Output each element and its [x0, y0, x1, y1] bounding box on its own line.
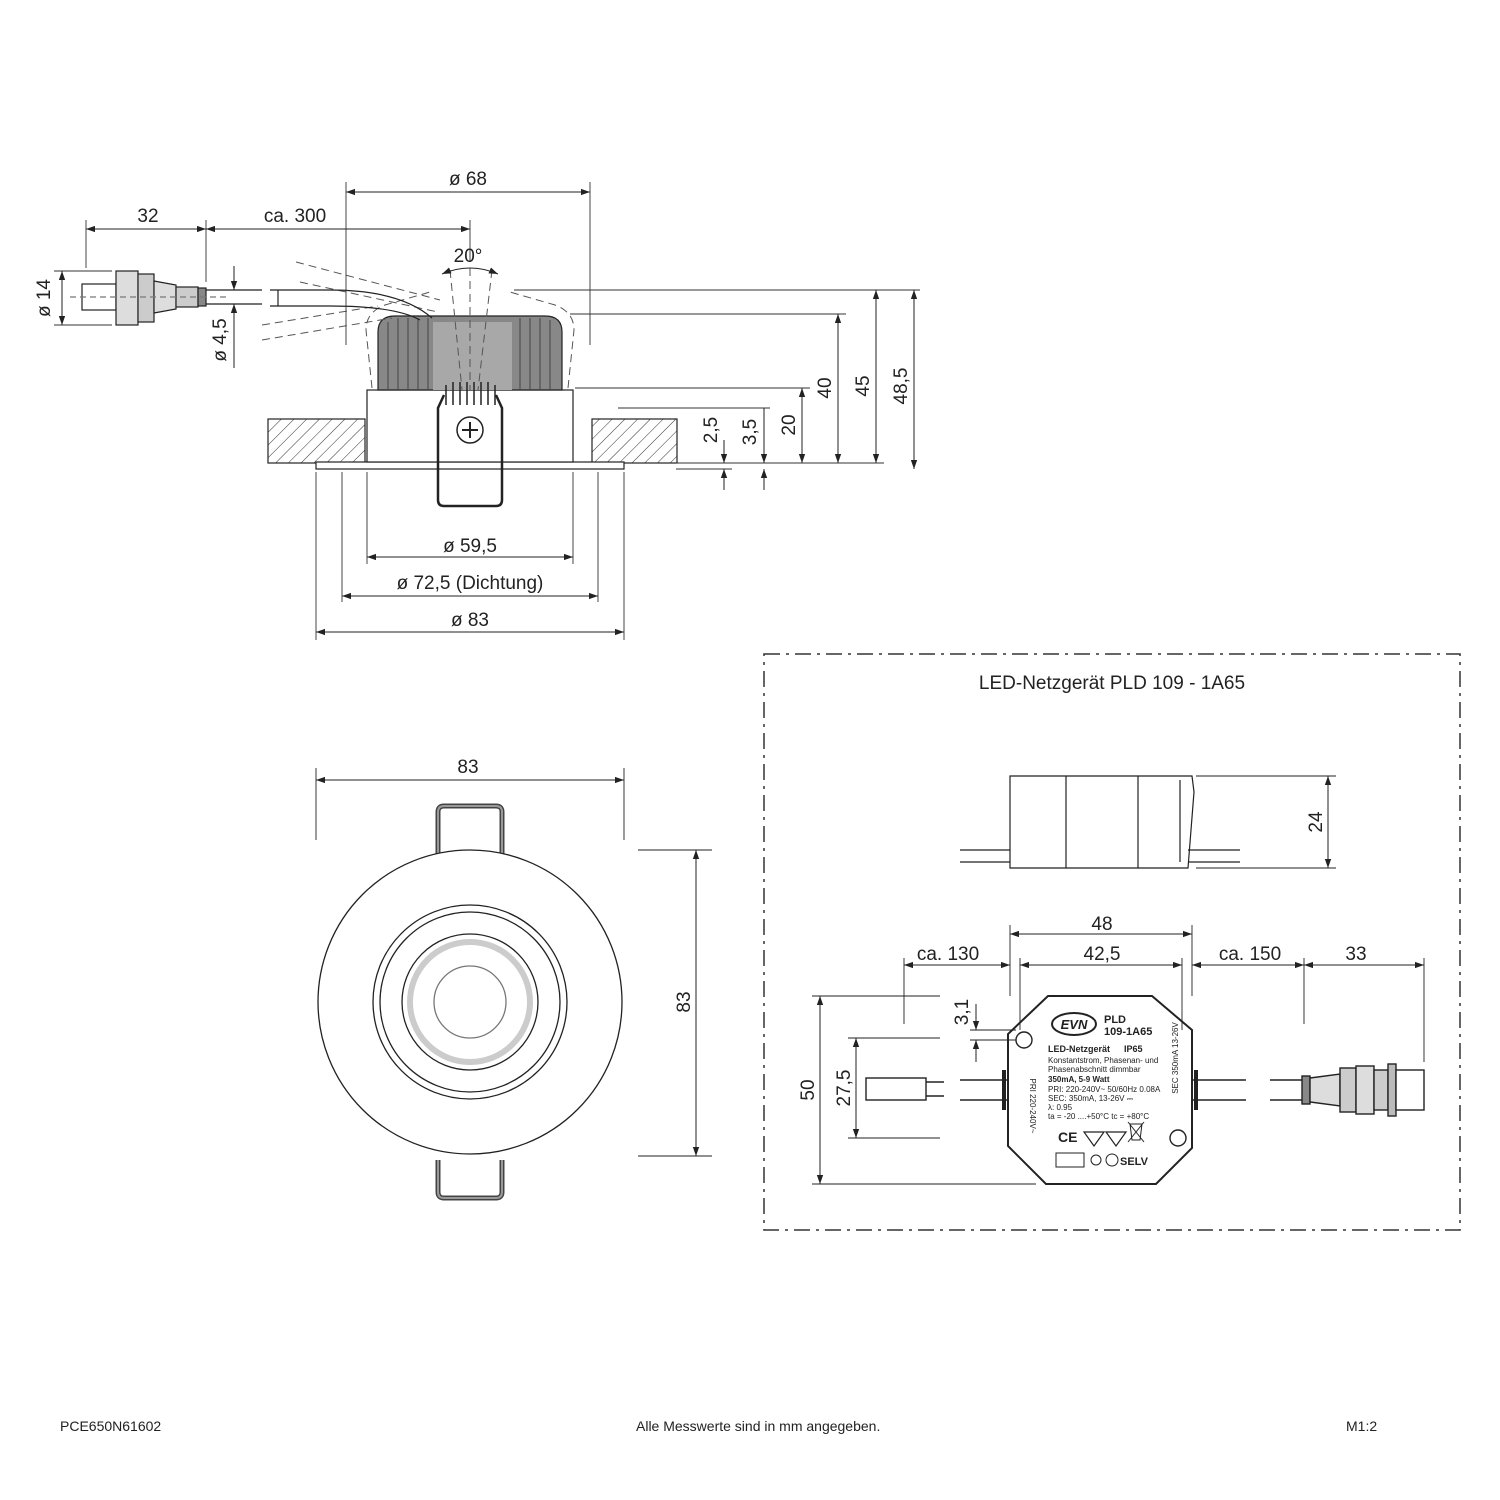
driver-housing — [1007, 995, 1193, 1185]
label-model-1: PLD — [1104, 1014, 1126, 1026]
bottom-clip-inner — [437, 1160, 503, 1199]
driver-frame — [763, 653, 1461, 1231]
dim-ca150: ca. 150 — [1219, 944, 1281, 965]
dim-phi83: ø 83 — [451, 610, 489, 631]
selv-circle-icon — [1105, 1153, 1119, 1167]
ce-mark-icon: CE — [1058, 1129, 1077, 1145]
heatsink-fins — [387, 318, 551, 390]
dim-3-5: 3,5 — [740, 419, 761, 445]
driver-title: LED-Netzgerät PLD 109 - 1A65 — [979, 673, 1245, 694]
dimension-lines — [58, 188, 918, 636]
evn-logo-icon — [1051, 1012, 1097, 1036]
heatsink-face — [433, 322, 512, 390]
flange — [315, 461, 625, 470]
footer-note: Alle Messwerte sind in mm angegeben. — [636, 1418, 881, 1434]
side-view — [54, 182, 920, 640]
inner-ring-1 — [372, 904, 568, 1100]
label-model-2: 109-1A65 — [1104, 1026, 1152, 1038]
dim-ca300: ca. 300 — [264, 206, 326, 227]
label-selv: SELV — [1120, 1156, 1149, 1168]
footer-scale: M1:2 — [1346, 1418, 1378, 1434]
mm-mark-icon — [1082, 1131, 1128, 1148]
cable — [270, 289, 433, 321]
inner-ring-3 — [401, 933, 539, 1071]
dim-ca130: ca. 130 — [917, 944, 979, 965]
mount-hole-bottom — [1169, 1129, 1187, 1147]
label-ip: IP65 — [1124, 1044, 1143, 1054]
dim-3-1: 3,1 — [952, 999, 973, 1025]
dim-phi59-5: ø 59,5 — [443, 536, 497, 557]
footer-code: PCE650N61602 — [60, 1418, 162, 1434]
lens — [433, 965, 507, 1039]
dim-phi14: ø 14 — [34, 279, 55, 317]
dim-top-width-83: 83 — [457, 757, 478, 778]
dim-phi4-5: ø 4,5 — [210, 318, 231, 361]
lens-edge — [407, 939, 533, 1065]
dim-45: 45 — [853, 375, 874, 396]
driver-label: EVN PLD 109-1A65 LED-Netzgerät IP65 Kons… — [1028, 1012, 1180, 1168]
dim-33: 33 — [1345, 944, 1366, 965]
dim-50: 50 — [798, 1079, 819, 1100]
ceiling-right — [591, 418, 678, 464]
dim-phi72-5: ø 72,5 (Dichtung) — [397, 573, 544, 594]
label-lambda: λ: 0.95 — [1048, 1103, 1073, 1112]
extension-lines — [54, 182, 920, 640]
top-view — [315, 768, 712, 1201]
label-sec: SEC: 350mA, 13-26V ⎓ — [1048, 1094, 1134, 1103]
dim-48: 48 — [1091, 914, 1112, 935]
label-pri-side: PRI 220-240V~ — [1028, 1079, 1037, 1134]
dim-phi68: ø 68 — [449, 169, 487, 190]
label-rating: 350mA, 5-9 Watt — [1048, 1075, 1110, 1084]
angle-20: 20° — [454, 246, 483, 267]
driver-plug-left — [865, 1077, 927, 1101]
label-pri: PRI: 220-240V~ 50/60Hz 0.08A — [1048, 1085, 1161, 1094]
evn-logo-text: EVN — [1061, 1017, 1088, 1032]
ceiling-left — [267, 418, 366, 464]
dim-32: 32 — [137, 206, 158, 227]
driver-side-view — [960, 775, 1336, 869]
spring-clip — [436, 394, 504, 508]
driver-body — [1009, 775, 1195, 869]
label-sec-side: SEC 350mA 13-26V — [1171, 1022, 1180, 1094]
dim-42-5: 42,5 — [1084, 944, 1121, 965]
label-desc2: Phasenabschnitt dimmbar — [1048, 1065, 1141, 1074]
spring-coil — [445, 382, 496, 405]
label-name: LED-Netzgerät — [1048, 1044, 1110, 1054]
label-temp: ta = -20 ....+50°C tc = +80°C — [1048, 1112, 1149, 1121]
dim-24: 24 — [1306, 811, 1327, 833]
outer-ring — [317, 849, 623, 1155]
label-desc1: Konstantstrom, Phasenan- und — [1048, 1056, 1158, 1065]
plug-connector — [70, 270, 262, 326]
class-icon — [1090, 1154, 1102, 1166]
dimmer-icon — [1055, 1152, 1085, 1168]
dim-48-5: 48,5 — [891, 368, 912, 405]
top-clip-inner — [437, 805, 503, 858]
dim-40: 40 — [815, 377, 836, 398]
bottom-clip — [435, 1160, 505, 1201]
dim-27-5: 27,5 — [834, 1070, 855, 1107]
inner-ring-2 — [379, 911, 561, 1093]
dim-2-5: 2,5 — [701, 417, 722, 443]
weee-bin-icon — [1127, 1121, 1145, 1143]
driver-top-view — [812, 925, 1425, 1185]
dim-20: 20 — [779, 414, 800, 435]
dim-top-height-83: 83 — [674, 991, 695, 1012]
